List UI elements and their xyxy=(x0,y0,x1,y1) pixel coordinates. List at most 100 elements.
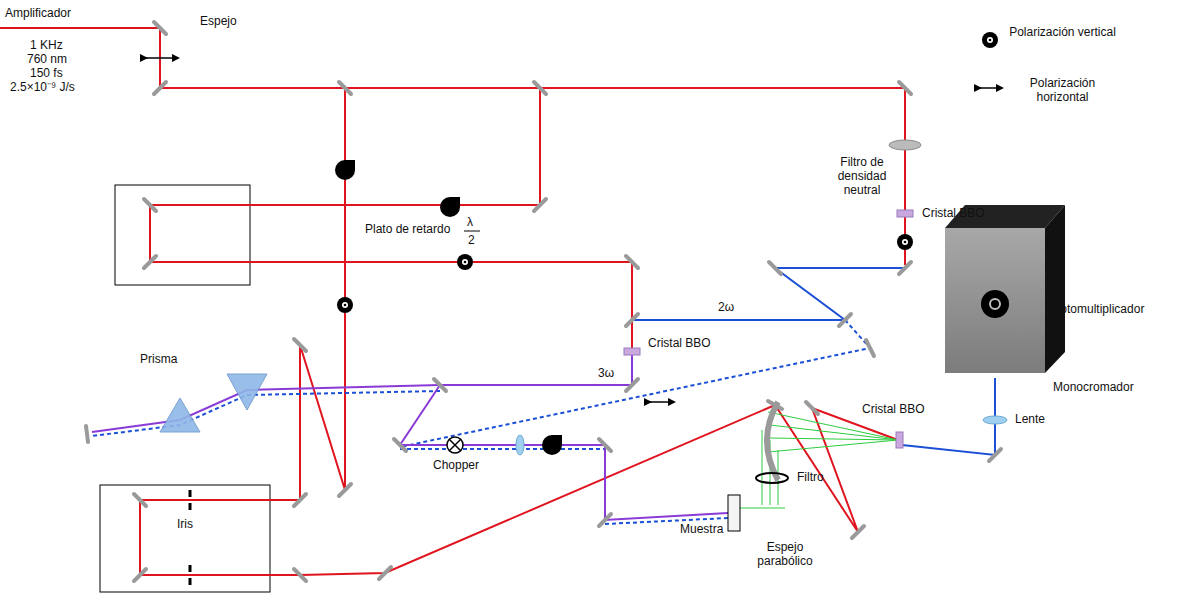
vertical-polarization-symbols-part xyxy=(337,297,353,313)
dashed-blue-beam-part xyxy=(400,320,870,447)
mirrors-part xyxy=(626,256,638,268)
mirrors-part xyxy=(626,314,638,326)
part-name: Espejo xyxy=(200,14,237,28)
bbo-crystals-part xyxy=(896,432,903,448)
signal-name: 2ω xyxy=(718,300,734,314)
horizontal-polarization-symbols-part xyxy=(648,401,672,403)
mirrors-part xyxy=(144,199,156,211)
waveplates-part xyxy=(335,160,355,180)
mirrors-part xyxy=(769,262,781,274)
mirrors xyxy=(86,22,1001,581)
vertical-polarization-symbols-part xyxy=(344,304,347,307)
part-name: Cristal BBO xyxy=(862,402,925,416)
red-beam-part xyxy=(150,88,632,352)
mirrors-part xyxy=(294,569,306,581)
mirrors-part xyxy=(379,567,391,579)
legend-text: Polarización horizontal xyxy=(1005,76,1120,104)
chopper-symbol xyxy=(447,437,463,453)
photomultiplier-window xyxy=(981,290,1009,318)
horizontal-polarization-symbols xyxy=(144,58,1000,402)
part-name: Plato de retardo xyxy=(365,222,450,236)
fraction-part: λ xyxy=(467,215,473,229)
signal-name: 3ω xyxy=(598,366,614,380)
mirrors-part xyxy=(626,379,638,391)
iris-stage-box: Iris xyxy=(100,485,270,592)
chopper-symbol-part xyxy=(449,439,461,451)
part-name: Filtro de densidad neutral xyxy=(828,155,896,197)
horizontal-polarization-symbols-part xyxy=(144,57,176,59)
iris-apertures xyxy=(189,490,192,585)
part-name: Muestra xyxy=(680,522,723,536)
parameter: 150 fs xyxy=(30,66,63,80)
mirrors-part xyxy=(434,379,446,391)
iris-apertures-part xyxy=(189,490,192,497)
vertical-polarization-symbols-part xyxy=(989,39,992,42)
device-name: Amplificador xyxy=(5,6,71,20)
mirrors-part xyxy=(899,82,911,94)
vertical-polarization-symbols-part xyxy=(342,302,348,308)
waveplates-part xyxy=(440,197,460,217)
blue-beam-part xyxy=(902,378,995,455)
fraction-part: 2 xyxy=(468,233,475,247)
fraction-bar xyxy=(464,231,480,232)
prisms-part xyxy=(227,374,267,410)
green-signal-part xyxy=(762,430,763,505)
violet-beam-part xyxy=(92,355,632,432)
iris-apertures-part xyxy=(189,578,192,585)
vertical-polarization-symbols-part xyxy=(982,32,998,48)
lens xyxy=(983,416,1007,424)
mirrors-part xyxy=(134,494,146,506)
mirrors-part xyxy=(154,22,166,34)
part-name: Chopper xyxy=(433,458,479,472)
mirrors-part xyxy=(599,439,611,451)
green-signal-part xyxy=(768,440,898,452)
mirrors-part xyxy=(134,569,146,581)
mirrors-part xyxy=(294,494,306,506)
part-name: Cristal BBO xyxy=(922,206,985,220)
red-beam xyxy=(0,28,905,575)
part-name: Cristal BBO xyxy=(648,336,711,350)
delay-stage-box xyxy=(115,185,250,285)
device-name: Monocromador xyxy=(1053,380,1134,394)
waveplates xyxy=(335,160,562,455)
iris-apertures-part xyxy=(189,565,192,572)
vertical-polarization-symbols-part xyxy=(902,239,908,245)
blue-beam xyxy=(632,268,995,455)
green-signal xyxy=(740,412,898,508)
part-name: Prisma xyxy=(140,352,177,366)
photomultiplier-window-ring xyxy=(989,298,1001,310)
vertical-polarization-symbols-part xyxy=(987,37,993,43)
green-signal-part xyxy=(740,508,785,509)
filter xyxy=(756,473,788,483)
part-name: Lente xyxy=(1015,412,1045,426)
iris-apertures-part xyxy=(189,503,192,510)
violet-beam-part xyxy=(400,385,728,520)
green-signal-part xyxy=(770,438,898,440)
red-beam-part xyxy=(0,28,905,265)
mirrors-part xyxy=(339,484,351,496)
parameter: 2.5×10⁻⁹ J/s xyxy=(10,80,75,94)
chopper-symbol-part xyxy=(447,437,463,453)
vertical-polarization-symbols-part xyxy=(897,234,913,250)
legend-text: Polarización vertical xyxy=(1005,25,1120,39)
device-name: Fotomultiplicador xyxy=(1053,302,1144,316)
dashed-blue-beam-part xyxy=(92,391,440,436)
mirrors-part xyxy=(852,526,864,538)
mirrors-part xyxy=(899,262,911,274)
dashed-blue-beam-part xyxy=(400,449,728,524)
nd-filter xyxy=(889,140,921,150)
mirrors-part xyxy=(154,82,166,94)
mirrors-part xyxy=(534,199,546,211)
waveplates-part xyxy=(542,435,562,455)
vertical-polarization-symbols-part xyxy=(464,261,467,264)
mirrors-part xyxy=(294,339,306,351)
horizontal-polarization-symbols-part xyxy=(978,87,1000,89)
bbo-crystals-part xyxy=(897,210,913,217)
mirrors-part xyxy=(806,402,818,414)
mirrors-part xyxy=(339,82,351,94)
monochromator-box: FotomultiplicadorMonocromador xyxy=(945,228,1045,373)
part-name: Filtro xyxy=(797,470,824,484)
box-title: Iris xyxy=(177,517,193,531)
prisms-part xyxy=(160,398,200,432)
parameter: 1 KHz xyxy=(30,38,63,52)
